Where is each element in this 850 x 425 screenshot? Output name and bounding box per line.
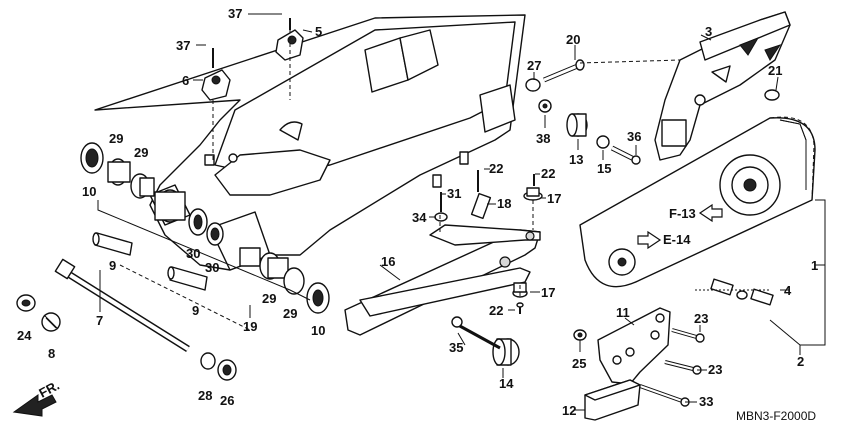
collar-25 (573, 329, 587, 341)
part-label: 23 (708, 362, 722, 377)
part-label: 14 (499, 376, 514, 391)
part-label: 26 (220, 393, 234, 408)
part-label: 29 (134, 145, 148, 160)
part-label: 17 (541, 285, 555, 300)
washer-cap (200, 352, 237, 381)
part-label: 8 (48, 346, 55, 361)
part-label: 29 (283, 306, 297, 321)
part-label: 17 (547, 191, 561, 206)
part-label: 22 (541, 166, 555, 181)
part-label: 28 (198, 388, 212, 403)
diagram-code: MBN3-F2000D (736, 409, 816, 423)
part-label: 4 (784, 283, 792, 298)
guard-bolts (525, 59, 780, 165)
part-label: 24 (17, 328, 32, 343)
part-label: 3 (705, 24, 712, 39)
part-label: 5 (315, 24, 322, 39)
part-label: 9 (109, 258, 116, 273)
part-label: 23 (694, 311, 708, 326)
axle-nut (16, 294, 61, 332)
routing-lines (119, 22, 681, 331)
drive-chain (579, 116, 816, 288)
part-label: 37 (176, 38, 190, 53)
part-label: 7 (96, 313, 103, 328)
part-label: 18 (497, 196, 511, 211)
part-label: 30 (205, 260, 219, 275)
part-label: 21 (768, 63, 782, 78)
part-labels: 1 2 3 4 5 6 7 8 9 9 10 10 11 12 13 14 15… (17, 6, 818, 423)
pivot-bearings (80, 142, 330, 314)
part-label: 31 (447, 186, 461, 201)
part-label: 36 (627, 129, 641, 144)
part-label: 2 (797, 354, 804, 369)
part-label: 1 (811, 258, 818, 273)
callout-f13[interactable]: F-13 (669, 203, 723, 223)
part-label: 20 (566, 32, 580, 47)
part-label: 19 (243, 319, 257, 334)
part-label: 6 (182, 73, 189, 88)
slider-roller (451, 316, 520, 366)
chain-guard (654, 11, 791, 161)
part-label: 9 (192, 303, 199, 318)
part-label: 30 (186, 246, 200, 261)
swingarm (94, 14, 526, 271)
part-label: 27 (527, 58, 541, 73)
pivot-axle (54, 258, 190, 352)
part-label: 15 (597, 161, 611, 176)
part-label: 10 (311, 323, 325, 338)
part-label: 29 (109, 131, 123, 146)
part-label: 10 (82, 184, 96, 199)
part-label: 35 (449, 340, 463, 355)
callout-e14[interactable]: E-14 (637, 230, 691, 250)
svg-text:F-13: F-13 (669, 206, 696, 221)
svg-text:FR.: FR. (36, 378, 62, 401)
part-label: 22 (489, 161, 503, 176)
part-label: 38 (536, 131, 550, 146)
part-label: 11 (616, 305, 630, 320)
front-direction-arrow: FR. (12, 378, 62, 417)
part-label: 25 (572, 356, 586, 371)
part-label: 33 (699, 394, 713, 409)
part-label: 29 (262, 291, 276, 306)
part-label: 22 (489, 303, 503, 318)
part-label: 16 (381, 254, 395, 269)
master-link (695, 278, 774, 306)
part-label: 37 (228, 6, 242, 21)
part-label: 12 (562, 403, 576, 418)
chain-slider-bracket (597, 307, 705, 407)
svg-text:E-14: E-14 (663, 232, 691, 247)
leader-lines (97, 13, 826, 411)
chain-slider (344, 224, 541, 336)
slider-pad (584, 379, 641, 421)
part-label: 13 (569, 152, 583, 167)
part-label: 34 (412, 210, 427, 225)
